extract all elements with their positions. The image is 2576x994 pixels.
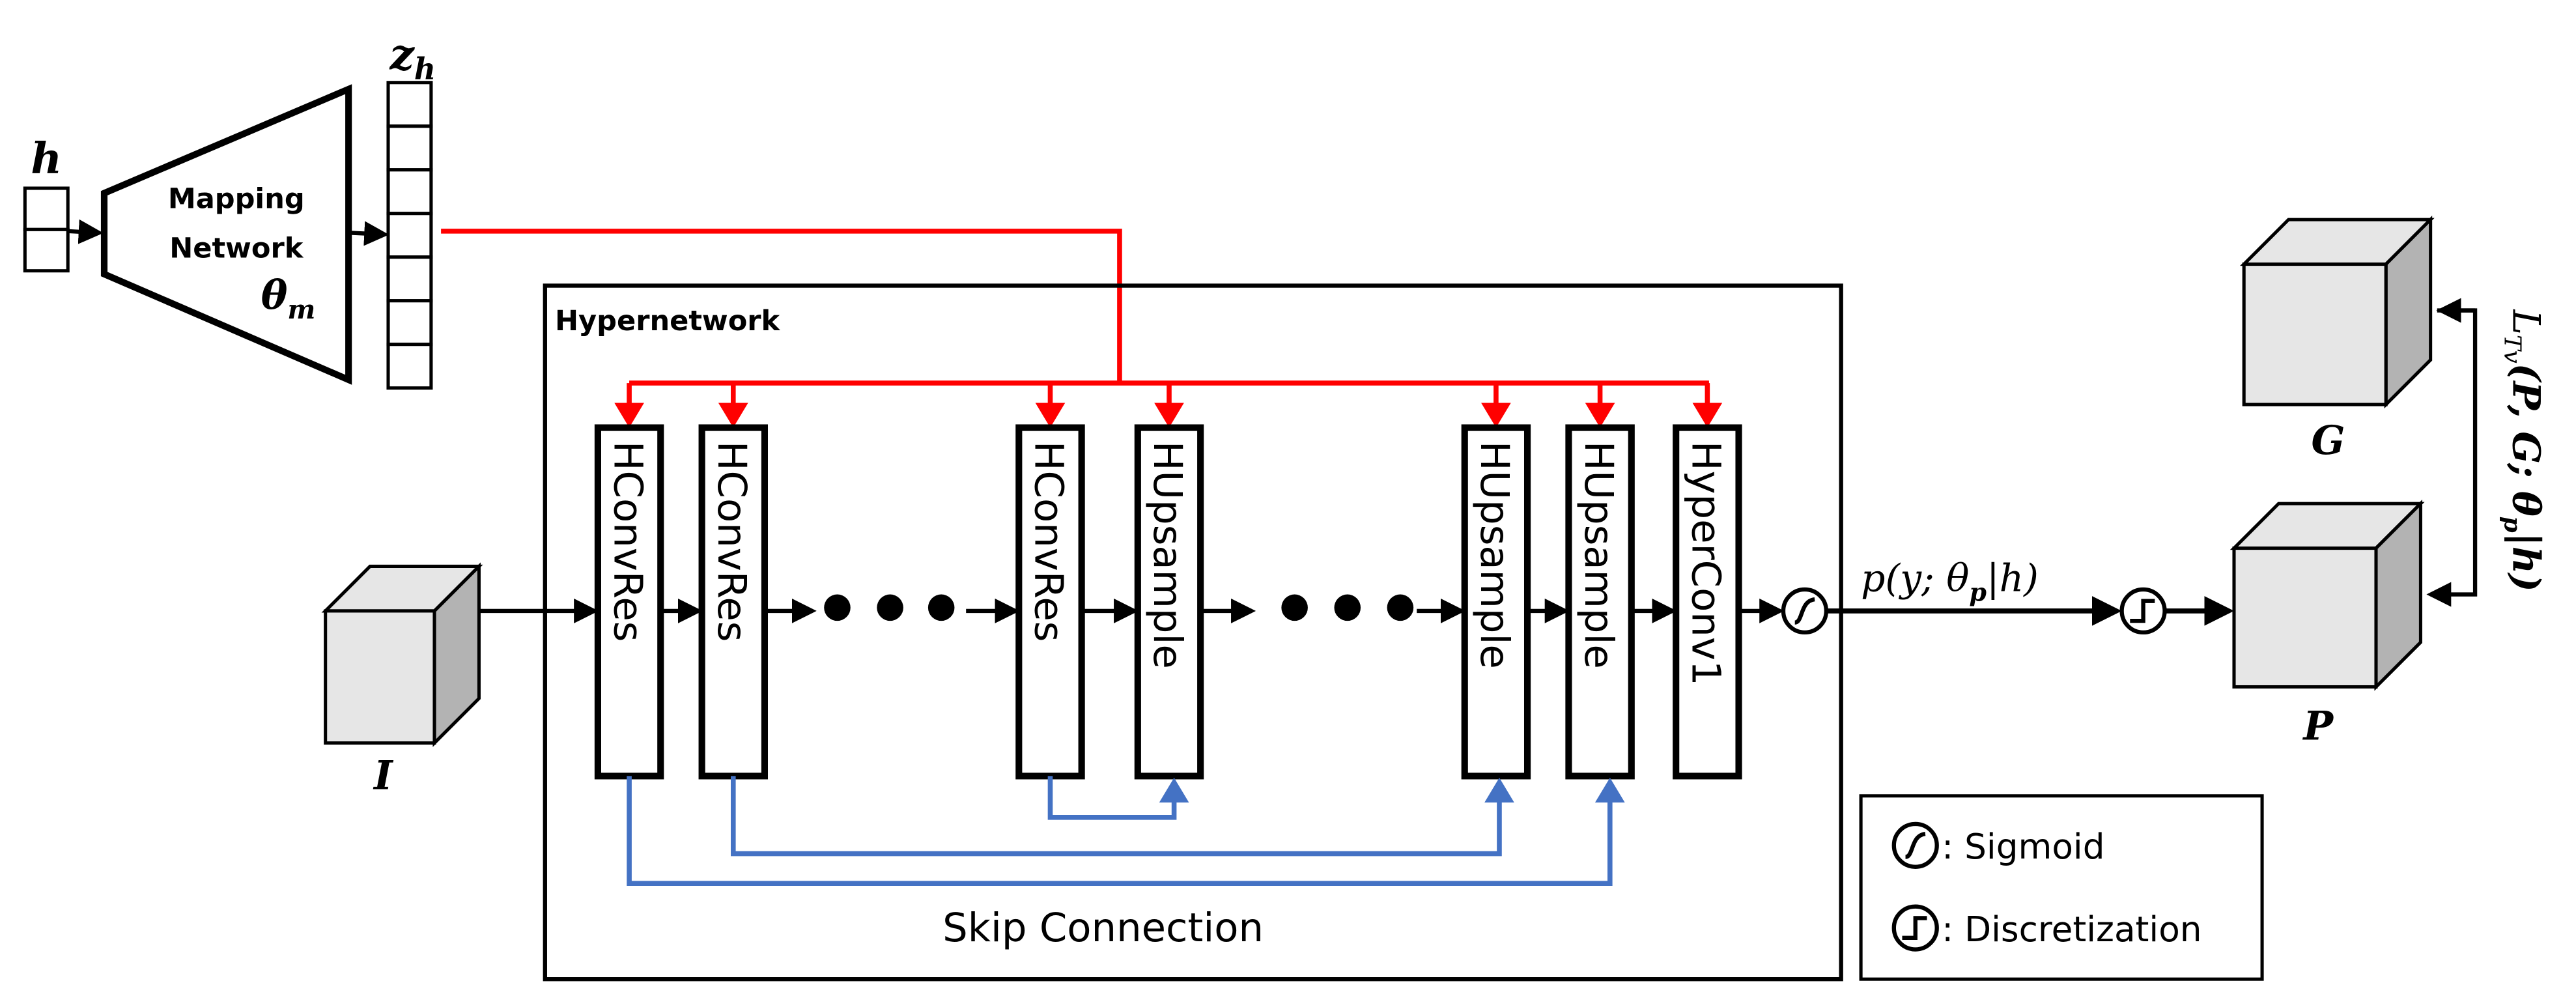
- block-label: HConvRes: [709, 441, 754, 642]
- block-hupsample: HUpsample: [1134, 424, 1204, 780]
- zh-cell: [386, 168, 433, 216]
- hypernetwork-title: Hypernetwork: [555, 305, 781, 337]
- conditioning-lines: [441, 229, 1723, 428]
- skip-line-2: [730, 776, 1514, 857]
- block-hconvres: HConvRes: [594, 424, 664, 780]
- block-label: HConvRes: [1026, 441, 1071, 642]
- input-image-cube: I: [321, 562, 483, 799]
- skip-line-1: [627, 776, 1625, 886]
- block-hyperconv1: HyperConv1: [1673, 424, 1742, 780]
- ellipsis-dot: [1281, 594, 1308, 621]
- legend-sigmoid-label: : Sigmoid: [1942, 827, 2104, 867]
- block-label: HyperConv1: [1683, 441, 1729, 686]
- mapping-network: Mapping Network θm: [100, 84, 352, 385]
- legend-sigmoid-icon: [1891, 821, 1939, 869]
- skip-connections: [627, 776, 1625, 886]
- arrow-h-to-mapping: [68, 219, 104, 244]
- block-label: HUpsample: [1471, 441, 1517, 669]
- image-label: I: [373, 753, 393, 799]
- zh-cell: [386, 343, 433, 390]
- block-label: HUpsample: [1144, 441, 1190, 669]
- h-label: h: [31, 133, 62, 184]
- zh-cell: [386, 299, 433, 347]
- block-hupsample: HUpsample: [1565, 424, 1635, 780]
- legend-discretization-icon: [1891, 904, 1939, 952]
- prediction-label: P: [2302, 703, 2334, 750]
- ground-truth-cube: G: [2240, 216, 2435, 464]
- ellipsis-dot: [1334, 594, 1361, 621]
- zh-cell: [386, 81, 433, 128]
- block-hconvres: HConvRes: [698, 424, 769, 780]
- zh-cell: [386, 124, 433, 172]
- skip-connection-label: Skip Connection: [942, 905, 1264, 951]
- loss-bracket: [2426, 298, 2478, 607]
- block-hconvres: HConvRes: [1015, 424, 1085, 780]
- prediction-cube: P: [2229, 500, 2425, 750]
- loss-expression: LTv(P, G; θp|h): [2499, 309, 2549, 591]
- ellipsis-dot: [877, 594, 903, 621]
- condition-input-h: h: [23, 133, 70, 273]
- hypernetwork-box: [543, 283, 1843, 982]
- skip-line-3: [1047, 776, 1189, 820]
- latent-code-zh: zh: [386, 29, 436, 390]
- ellipsis-dot: [1387, 594, 1414, 621]
- network-label: Network: [169, 232, 304, 264]
- ellipsis-dot: [927, 594, 955, 621]
- probability-expression: p(y; θp|h): [1861, 556, 2039, 606]
- block-hupsample: HUpsample: [1461, 424, 1531, 780]
- block-label: HUpsample: [1576, 441, 1621, 669]
- h-cell: [23, 186, 70, 231]
- arrow-mapping-to-z: [350, 221, 389, 246]
- ellipsis-dot: [824, 594, 851, 621]
- legend: : Sigmoid : Discretization: [1859, 794, 2264, 981]
- theta-m-label: θm: [261, 272, 315, 325]
- zh-cell: [386, 255, 433, 303]
- legend-discretization-label: : Discretization: [1942, 909, 2201, 950]
- ground-truth-label: G: [2312, 418, 2345, 464]
- sigmoid-icon: [1781, 587, 1829, 635]
- zh-cell: [386, 212, 433, 259]
- block-label: HConvRes: [604, 441, 650, 642]
- zh-label: zh: [389, 29, 436, 86]
- discretization-icon: [2119, 587, 2167, 635]
- h-cell: [23, 227, 70, 273]
- mapping-label: Mapping: [168, 182, 305, 215]
